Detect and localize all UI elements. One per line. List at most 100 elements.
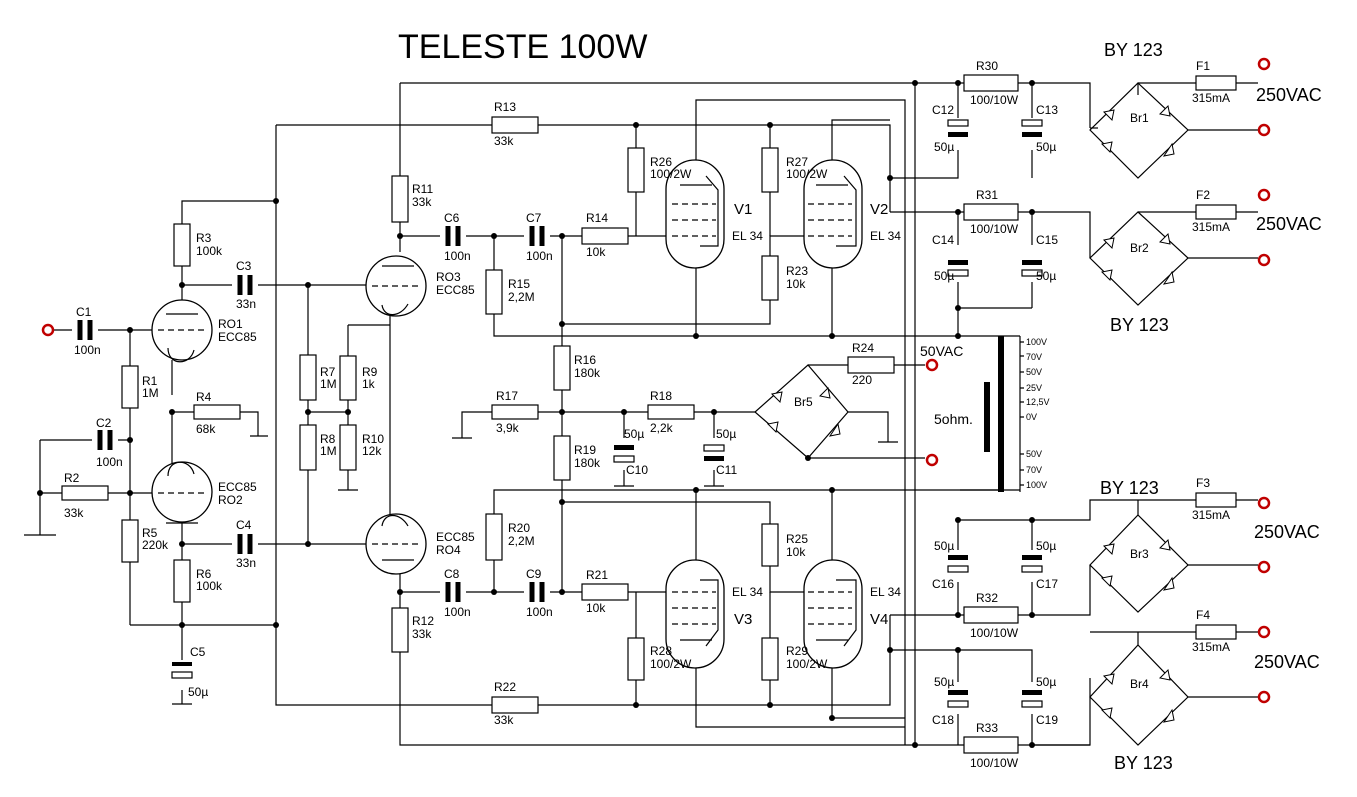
value-r33: 100/10W [970,756,1019,770]
value-r8: 1M [320,444,337,458]
label-r29: R29 [786,644,808,658]
label-r24: R24 [852,341,874,355]
label-c7: C7 [526,211,542,225]
bias-terminal-1 [925,358,939,372]
value-r4: 68k [196,422,216,436]
value-c16: 50µ [934,539,954,553]
bridge-br2 [1089,211,1189,306]
capacitor-c17 [1021,555,1043,573]
capacitor-c15 [1021,260,1043,277]
capacitor-c18 [947,690,969,708]
bias-terminal-2 [925,453,939,467]
resistor-r28 [627,637,645,681]
tap-6: 0V [1026,412,1037,422]
resistor-r32 [963,606,1019,624]
tap-8: 70V [1026,465,1042,475]
fuse-f3 [1195,492,1237,508]
label-r5: R5 [142,526,158,540]
label-br2: Br2 [1130,241,1149,255]
label-r8: R8 [320,432,336,446]
value-c14: 50µ [934,269,954,283]
value-c13: 50µ [1036,140,1056,154]
value-r11: 33k [412,195,432,209]
resistor-r11 [391,175,409,223]
value-c3: 33n [236,297,256,311]
label-r9: R9 [362,365,378,379]
value-r10: 12k [362,444,382,458]
resistor-r20 [485,513,503,561]
label-br3: Br3 [1130,547,1149,561]
label-r17: R17 [496,389,518,403]
capacitor-c7 [529,226,545,246]
capacitor-c6 [445,226,461,246]
label-v1: V1 [734,201,752,218]
label-r31: R31 [976,188,998,202]
label-r20: R20 [508,521,530,535]
tube-v4 [803,559,863,669]
resistor-r10 [339,424,357,471]
value-c15: 50µ [1036,269,1056,283]
capacitor-c2 [97,430,113,450]
value-r16: 180k [574,366,601,380]
resistor-r4 [193,404,241,420]
tube-v1 [665,159,725,269]
label-br4: Br4 [1130,677,1149,691]
capacitor-c1 [77,320,93,340]
tap-3: 50V [1026,367,1042,377]
resistor-r19 [553,435,571,481]
type-v3: EL 34 [732,585,763,599]
label-c14: C14 [932,233,954,247]
type-v2: EL 34 [870,229,901,243]
mains-label-4: 250VAC [1254,652,1320,672]
diagram-title: TELESTE 100W [398,28,647,66]
type-ro1: ECC85 [218,330,257,344]
value-c12: 50µ [934,140,954,154]
value-r15: 2,2M [508,290,535,304]
value-r22: 33k [494,713,514,727]
mains-label-1: 250VAC [1256,85,1322,105]
label-c4: C4 [236,518,252,532]
label-c19: C19 [1036,713,1058,727]
value-r27: 100/2W [786,167,828,181]
junction-dots [37,80,1035,748]
resistor-r3 [173,223,191,267]
value-c1: 100n [74,343,101,357]
resistor-r15 [485,269,503,315]
label-c9: C9 [526,567,542,581]
resistor-r22 [491,696,539,714]
resistor-r14 [581,227,629,245]
label-r14: R14 [586,211,608,225]
label-v3: V3 [734,611,752,628]
value-c11: 50µ [716,427,736,441]
value-c8: 100n [444,605,471,619]
label-ro2: RO2 [218,493,243,507]
capacitor-c16 [947,555,969,573]
resistor-r12 [391,607,409,653]
value-r2: 33k [64,506,84,520]
tube-ro4 [365,513,427,575]
label-r18: R18 [650,389,672,403]
label-r28: R28 [650,644,672,658]
label-r4: R4 [196,390,212,404]
capacitor-c12 [947,119,969,137]
value-r20: 2,2M [508,534,535,548]
type-ro2: ECC85 [218,480,257,494]
value-c18: 50µ [934,675,954,689]
resistor-r29 [761,637,779,681]
tap-9: 100V [1026,480,1047,490]
label-c10: C10 [626,463,648,477]
label-r21: R21 [586,568,608,582]
label-r6: R6 [196,567,212,581]
bridge-rectifiers [754,82,1189,746]
type-ro4: ECC85 [436,530,475,544]
label-c6: C6 [444,211,460,225]
resistor-r26 [627,147,645,193]
label-r12: R12 [412,614,434,628]
label-r33: R33 [976,721,998,735]
value-r28: 100/2W [650,657,692,671]
value-r19: 180k [574,456,601,470]
resistor-r21 [581,583,629,601]
resistors [61,74,1237,754]
tap-2: 70V [1026,352,1042,362]
